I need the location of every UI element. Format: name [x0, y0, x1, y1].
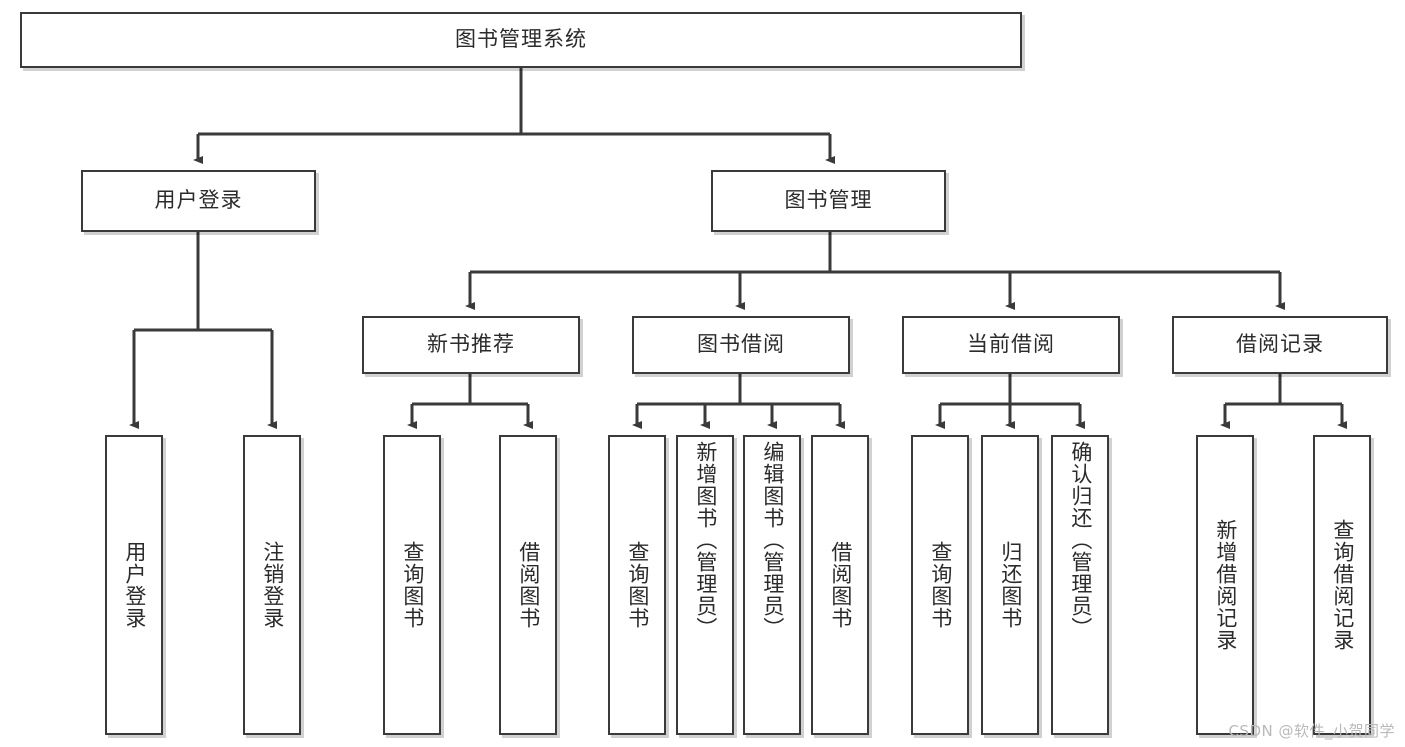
- node-user-login[interactable]: 用户登录: [81, 170, 316, 232]
- node-book-management[interactable]: 图书管理: [711, 170, 946, 232]
- leaf-edit-book-admin[interactable]: 编辑图书（管理员）: [743, 435, 801, 735]
- leaf-query-book-borrow[interactable]: 查询图书: [608, 435, 666, 735]
- leaf-add-borrow-record[interactable]: 新增借阅记录: [1196, 435, 1254, 735]
- leaf-confirm-return-admin[interactable]: 确认归还（管理员）: [1051, 435, 1109, 735]
- leaf-borrow-book[interactable]: 借阅图书: [811, 435, 869, 735]
- node-current-borrow[interactable]: 当前借阅: [902, 316, 1120, 374]
- leaf-return-book[interactable]: 归还图书: [981, 435, 1039, 735]
- leaf-query-book-recommend[interactable]: 查询图书: [383, 435, 441, 735]
- watermark-text: CSDN @软件_小贺同学: [1228, 722, 1395, 740]
- leaf-user-login[interactable]: 用户登录: [105, 435, 163, 735]
- leaf-logout-login[interactable]: 注销登录: [243, 435, 301, 735]
- leaf-query-book-current[interactable]: 查询图书: [911, 435, 969, 735]
- node-root-book-management-system[interactable]: 图书管理系统: [20, 12, 1022, 68]
- leaf-add-book-admin[interactable]: 新增图书（管理员）: [676, 435, 734, 735]
- node-new-book-recommend[interactable]: 新书推荐: [362, 316, 580, 374]
- node-borrow-record[interactable]: 借阅记录: [1172, 316, 1388, 374]
- node-book-borrow[interactable]: 图书借阅: [632, 316, 850, 374]
- leaf-query-borrow-record[interactable]: 查询借阅记录: [1313, 435, 1371, 735]
- leaf-borrow-book-recommend[interactable]: 借阅图书: [499, 435, 557, 735]
